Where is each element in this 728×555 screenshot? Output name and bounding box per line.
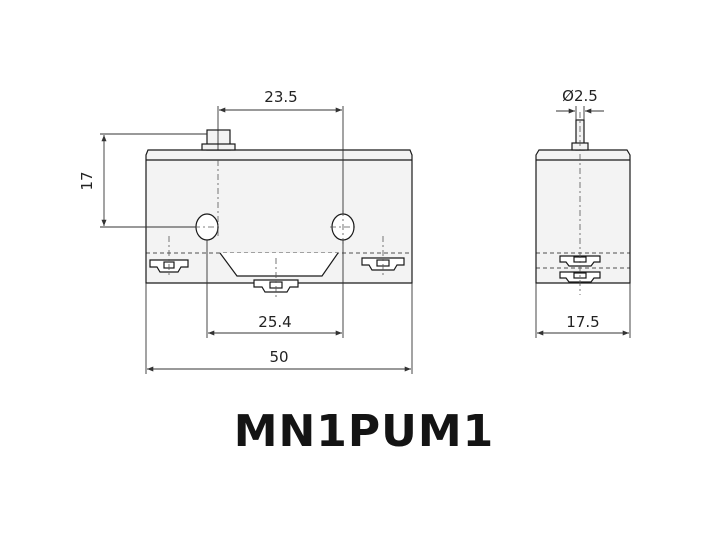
dim-body-length: 50 bbox=[269, 348, 288, 366]
dimensions-front bbox=[100, 106, 413, 374]
dimensions-side bbox=[535, 106, 631, 338]
body-notch bbox=[219, 252, 339, 277]
dim-plunger-diameter: Ø2.5 bbox=[562, 87, 598, 105]
side-view bbox=[535, 119, 631, 284]
dim-terminal-spacing: 25.4 bbox=[258, 313, 291, 331]
dim-actuator-height: 17 bbox=[78, 171, 96, 190]
part-number-title: MN1PUM1 bbox=[233, 406, 495, 457]
dim-body-width: 17.5 bbox=[566, 313, 599, 331]
centerlines-front bbox=[168, 160, 384, 298]
dim-pin-spacing: 23.5 bbox=[264, 88, 297, 106]
front-view bbox=[145, 129, 413, 293]
